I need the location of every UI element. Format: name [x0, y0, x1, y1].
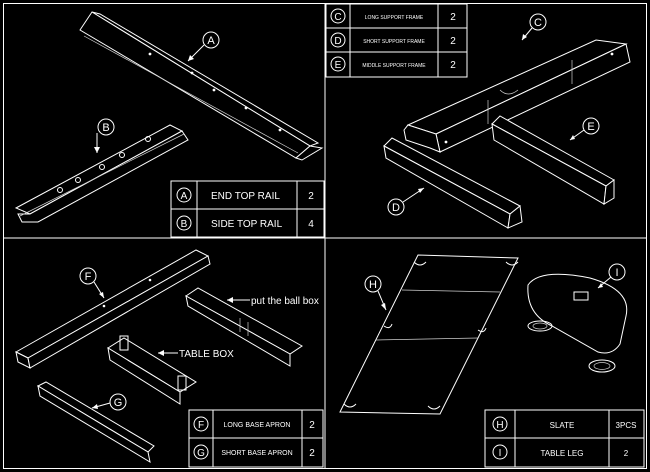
callout-i-letter: I [615, 267, 618, 279]
callout-h: H [364, 275, 387, 311]
legend-table-q3: F LONG BASE APRON 2 G SHORT BASE APRON 2 [188, 409, 324, 468]
legend-table-q2: C LONG SUPPORT FRAME 2 D SHORT SUPPORT F… [325, 3, 468, 78]
callout-f: F [79, 267, 105, 299]
callout-b-letter: B [102, 122, 109, 134]
legend-qty: 3PCS [616, 421, 637, 430]
table-box-annotation: TABLE BOX [158, 349, 234, 360]
long-base-apron-drawing [14, 249, 211, 369]
callout-a-letter: A [207, 35, 215, 47]
legend-part-name: TABLE LEG [541, 449, 584, 458]
callout-e-letter: E [587, 121, 594, 133]
legend-qty: 2 [624, 449, 629, 458]
callout-d: D [387, 187, 425, 216]
legend-letter: H [496, 420, 503, 431]
legend-qty: 2 [450, 60, 456, 71]
slate-drawing [339, 254, 519, 415]
ball-box-drawing [185, 287, 303, 367]
legend-qty: 2 [450, 12, 456, 23]
ball-box-annotation: put the ball box [227, 296, 319, 307]
legend-part-name: END TOP RAIL [211, 191, 280, 202]
legend-letter: D [334, 36, 341, 47]
callout-f-letter: F [85, 271, 92, 283]
legend-letter: E [335, 60, 342, 71]
table-leg-drawing [527, 273, 628, 373]
side-top-rail-drawing [14, 124, 189, 223]
callout-g-letter: G [114, 397, 123, 409]
callout-i: I [597, 263, 626, 289]
callout-b: B [94, 118, 115, 153]
legend-letter: B [181, 219, 188, 230]
legend-qty: 4 [308, 219, 314, 230]
callout-e: E [569, 117, 600, 141]
callout-a: A [187, 31, 220, 62]
legend-part-name: LONG SUPPORT FRAME [365, 15, 424, 21]
legend-table-q4: H SLATE 3PCS I TABLE LEG 2 [484, 409, 645, 468]
legend-qty: 2 [309, 448, 315, 459]
ball-box-label: put the ball box [251, 296, 319, 307]
short-base-apron-drawing [36, 381, 155, 464]
callout-h-letter: H [369, 279, 377, 291]
legend-qty: 2 [308, 191, 314, 202]
legend-letter: I [499, 448, 502, 459]
callout-d-letter: D [392, 202, 400, 214]
table-box-label: TABLE BOX [179, 349, 234, 360]
table-box-drawing [107, 335, 197, 405]
legend-letter: G [197, 448, 205, 459]
legend-part-name: SHORT BASE APRON [221, 450, 292, 457]
legend-part-name: SHORT SUPPORT FRAME [363, 39, 425, 45]
callout-c-letter: C [534, 17, 542, 29]
legend-table-q1: A END TOP RAIL 2 B SIDE TOP RAIL 4 [170, 180, 325, 238]
legend-part-name: SLATE [550, 421, 575, 430]
legend-qty: 2 [450, 36, 456, 47]
middle-support-frame-drawing [491, 115, 615, 205]
legend-part-name: MIDDLE SUPPORT FRAME [362, 63, 426, 69]
callout-g: G [91, 393, 127, 411]
callout-c: C [521, 13, 547, 41]
long-support-frame-drawing [403, 39, 631, 153]
legend-part-name: LONG BASE APRON [224, 422, 291, 429]
legend-part-name: SIDE TOP RAIL [211, 219, 283, 230]
legend-letter: C [334, 12, 341, 23]
short-support-frame-drawing [383, 137, 523, 229]
end-top-rail-drawing [79, 11, 324, 161]
legend-letter: F [198, 420, 204, 431]
legend-qty: 2 [309, 420, 315, 431]
legend-letter: A [181, 191, 188, 202]
